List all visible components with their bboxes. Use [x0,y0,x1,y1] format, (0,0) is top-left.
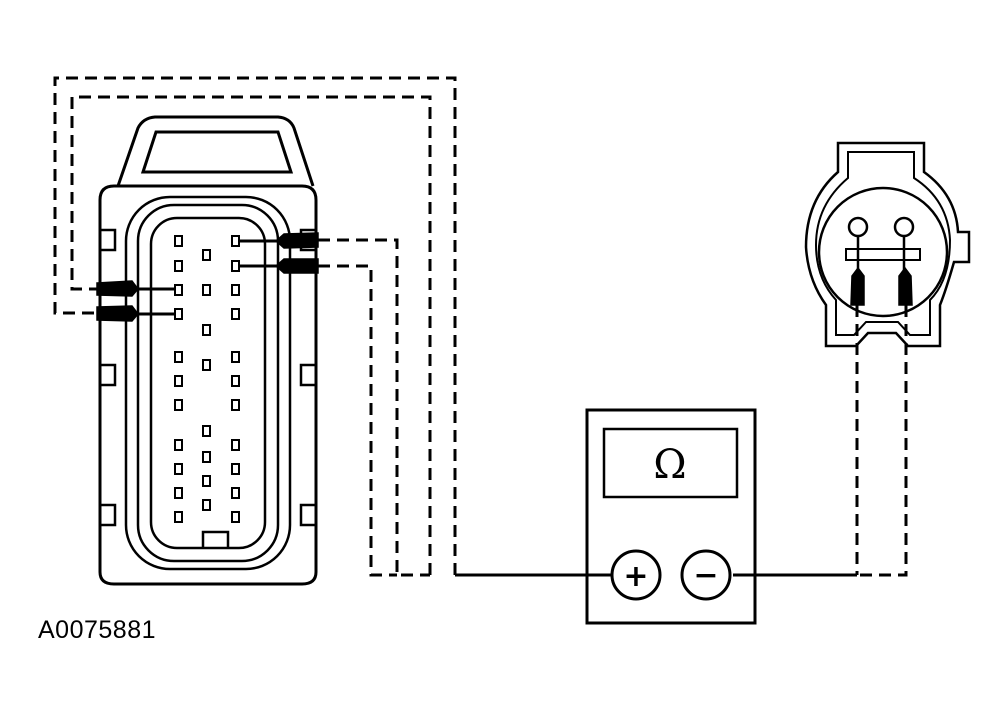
dashed-lead-right-2 [318,264,397,577]
meter-body [585,408,757,625]
dashed-lead-sensor-right [857,305,908,577]
figure-id: A0075881 [38,616,157,644]
connector-side-notches-left [100,228,117,527]
sensor-inner-rim [814,151,952,336]
positive-terminal-label: + [623,559,648,594]
sensor-face [817,186,949,318]
back-probe-needles [96,232,319,322]
sensor-probe-right [898,266,913,306]
connector-pin-field [149,216,267,550]
meter-display-symbol: Ω [653,442,686,488]
negative-terminal [680,549,732,601]
pin-cavity [174,235,183,247]
pin-cavity [231,399,240,411]
pin-cavity [174,487,183,499]
pin-cavity [202,425,211,437]
connector-shroud-outer [124,195,292,571]
connector-pins [174,235,240,523]
pin-cavity [231,439,240,451]
pin-cavity [231,308,240,320]
sensor [804,141,971,348]
module-connector [98,115,318,586]
connector-body [98,184,318,586]
negative-terminal-label: − [693,558,718,593]
pin-cavity [174,284,183,296]
connector-tab-window [140,130,294,174]
probe-needle-right-upper [274,232,319,249]
connector-side-notches-right [299,228,316,527]
pin-cavity [202,475,211,487]
pin-cavity [231,463,240,475]
pin-cavity [174,399,183,411]
dashed-lead-inner [70,95,432,575]
pin-cavity [231,260,240,272]
connector-key [201,530,230,548]
pin-cavity [231,375,240,387]
pin-cavity [174,260,183,272]
pin-cavity [174,308,183,320]
pin-cavity [174,375,183,387]
pin-cavity [202,324,211,336]
sensor-probe-needles [850,266,913,306]
pin-cavity [202,284,211,296]
connector-top-tab [116,115,315,187]
sensor-terminal-bar [845,248,921,261]
probe-needle-right-lower [274,258,319,274]
pin-cavity [202,451,211,463]
pin-cavity [231,284,240,296]
sensor-housing [804,141,971,348]
pin-cavity [231,511,240,523]
sensor-terminal-left [847,216,869,238]
probe-needle-left-lower [96,305,139,322]
dashed-lead-outer [53,76,457,575]
positive-terminal [610,549,662,601]
pin-cavity [202,359,211,371]
pin-cavity [231,351,240,363]
sensor-probe-left [850,266,865,306]
pin-cavity [202,249,211,261]
pin-cavity [231,235,240,247]
dashed-lead-right-1 [318,238,430,577]
sensor-terminal-right [893,216,915,238]
probe-wires [135,239,278,316]
connector-shroud-middle [136,203,280,563]
probe-needle-left-upper [96,280,139,297]
meter-display [602,427,739,499]
pin-cavity [202,499,211,511]
pin-cavity [174,463,183,475]
pin-cavity [174,351,183,363]
pin-cavity [174,439,183,451]
pin-cavity [231,487,240,499]
ohmmeter [585,408,757,625]
pin-cavity [174,511,183,523]
